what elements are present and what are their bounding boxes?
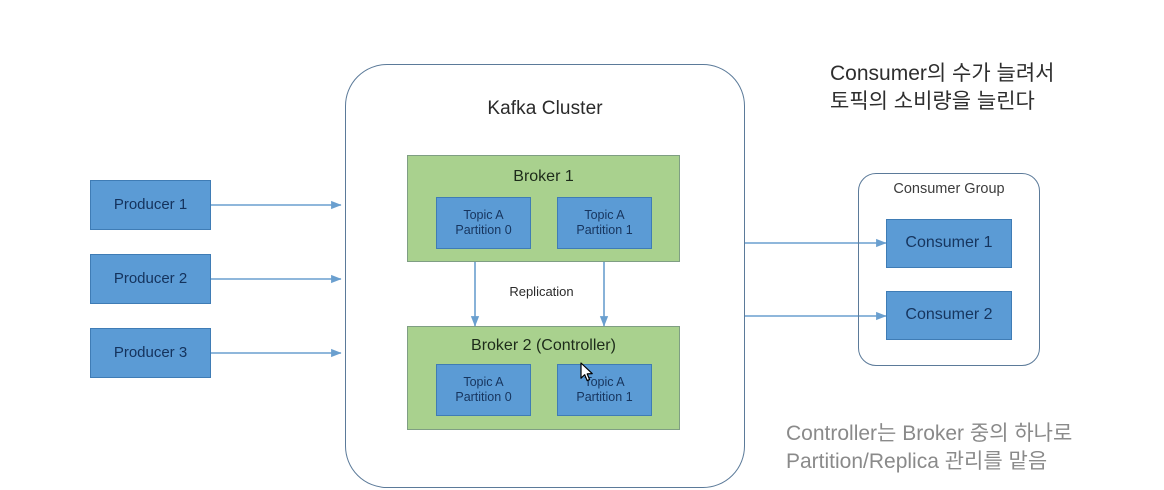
producer-2[interactable]: Producer 2 (90, 254, 211, 304)
broker-1-partition-0[interactable]: Topic A Partition 0 (436, 197, 531, 249)
broker-2-partition-0[interactable]: Topic A Partition 0 (436, 364, 531, 416)
consumer-2[interactable]: Consumer 2 (886, 291, 1012, 340)
producer-1[interactable]: Producer 1 (90, 180, 211, 230)
broker-2-title: Broker 2 (Controller) (471, 337, 616, 354)
kafka-cluster-title: Kafka Cluster (487, 98, 603, 119)
broker-1-title: Broker 1 (513, 168, 574, 185)
broker-2-partition-1[interactable]: Topic A Partition 1 (557, 364, 652, 416)
note-bottom: Controller는 Broker 중의 하나로 Partition/Repl… (786, 422, 1073, 473)
broker-1-partition-1[interactable]: Topic A Partition 1 (557, 197, 652, 249)
note-top: Consumer의 수가 늘려서 토픽의 소비량을 늘린다 (830, 62, 1055, 113)
consumer-1[interactable]: Consumer 1 (886, 219, 1012, 268)
replication-label: Replication (509, 284, 574, 299)
kafka-cluster-frame (345, 64, 745, 488)
consumer-group-frame (858, 173, 1040, 366)
producer-3[interactable]: Producer 3 (90, 328, 211, 378)
consumer-group-title: Consumer Group (893, 181, 1005, 197)
